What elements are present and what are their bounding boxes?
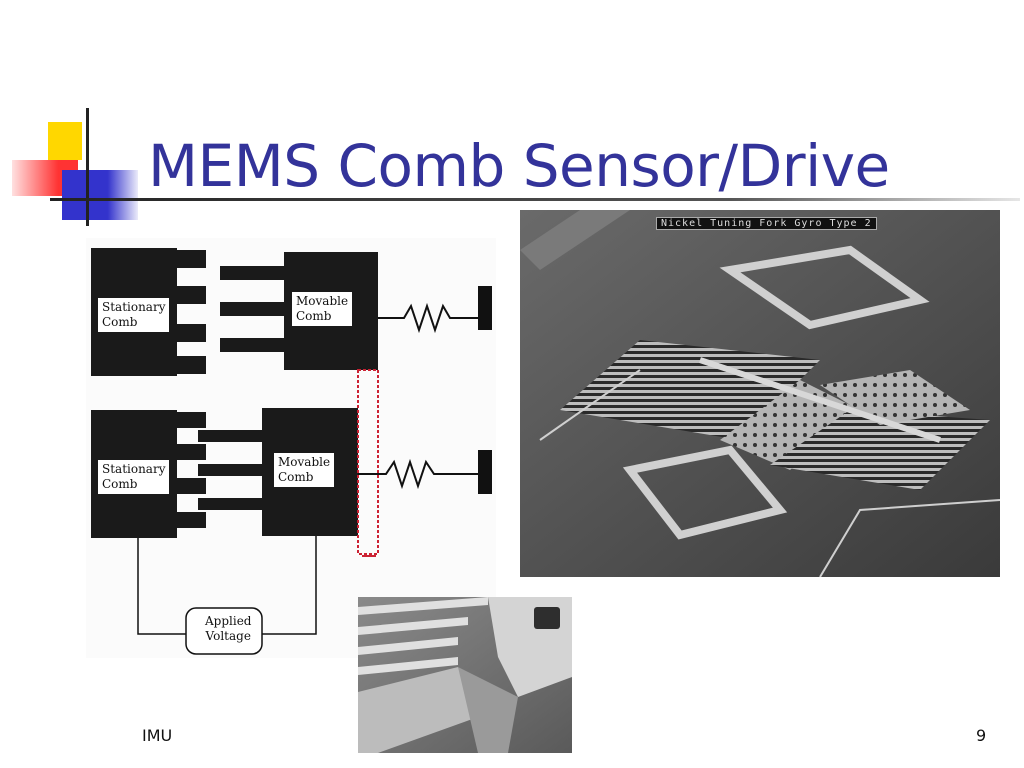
bottom-movable-comb-label: Movable Comb: [274, 453, 335, 487]
footer-label: IMU: [142, 726, 173, 745]
displacement-indicator: [357, 369, 379, 557]
voltage-wiring: [137, 536, 317, 655]
top-stationary-comb-label: Stationary Comb: [98, 298, 170, 332]
slide-logo: [10, 108, 140, 228]
slide-title: MEMS Comb Sensor/Drive: [148, 132, 890, 200]
title-underline: [50, 198, 1020, 201]
applied-voltage-label: Applied Voltage: [205, 614, 252, 643]
sem-gyro-photo: Nickel Tuning Fork Gyro Type 2: [520, 210, 1000, 577]
sem-comb-closeup-photo: [358, 597, 572, 753]
comb-drive-diagram: Stationary Comb Movable Comb Stationary …: [86, 238, 496, 658]
sem-caption: Nickel Tuning Fork Gyro Type 2: [656, 217, 877, 230]
slide-number: 9: [976, 726, 987, 745]
bottom-stationary-comb-label: Stationary Comb: [98, 460, 170, 494]
top-movable-comb-label: Movable Comb: [292, 292, 353, 326]
